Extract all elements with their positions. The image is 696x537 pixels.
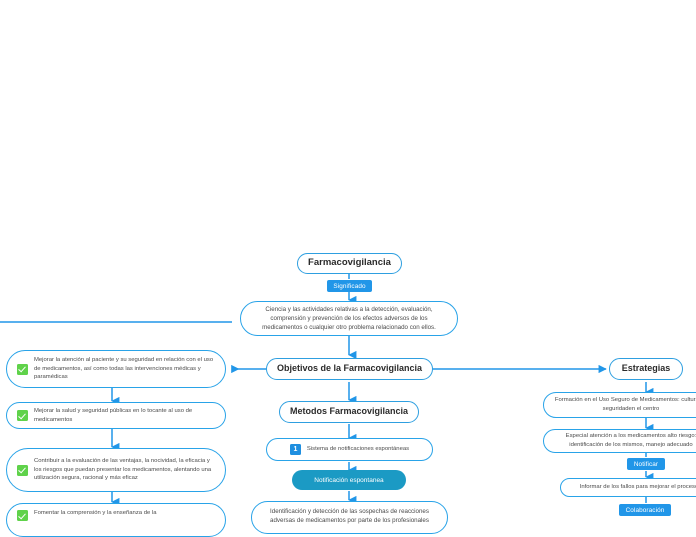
objetivo-item-2-label: Mejorar la salud y seguridad públicas en… (34, 407, 193, 423)
estrategias-heading-node[interactable]: Estrategias (609, 358, 683, 380)
objetivo-item-3[interactable]: Contribuir a la evaluación de las ventaj… (6, 448, 226, 492)
metodo-item-1[interactable]: 1 Sistema de notificaciones espontáneas (266, 438, 433, 461)
estrategia-item-3[interactable]: Informar de los fallos para mejorar el p… (560, 478, 696, 497)
objetivos-heading-label: Objetivos de la Farmacovigilancia (276, 363, 423, 374)
tag-significado[interactable]: Significado (327, 280, 372, 292)
pill-notificacion-espontanea[interactable]: Notificación espontanea (292, 470, 406, 490)
tag-colaboracion[interactable]: Colaboración (619, 504, 671, 516)
metodo-item-1-label: Sistema de notificaciones espontáneas (306, 446, 410, 453)
objetivo-item-4[interactable]: Fomentar la comprensión y la enseñanza d… (6, 503, 226, 537)
connector-layer (0, 274, 654, 507)
estrategias-heading-label: Estrategias (621, 363, 671, 374)
objetivo-item-1-label: Mejorar la atención al paciente y su seg… (34, 356, 214, 381)
check-icon (17, 410, 28, 421)
mindmap-canvas: Farmacovigilancia Significado Ciencia y … (0, 0, 696, 520)
objetivo-item-1[interactable]: Mejorar la atención al paciente y su seg… (6, 350, 226, 388)
pill-notificacion-espontanea-label: Notificación espontanea (314, 476, 384, 484)
definition-node[interactable]: Ciencia y las actividades relativas a la… (240, 301, 458, 336)
root-node-farmacovigilancia[interactable]: Farmacovigilancia (297, 253, 402, 274)
metodo-detail-node[interactable]: Identificación y detección de las sospec… (251, 501, 448, 534)
check-icon (17, 363, 28, 375)
estrategia-item-2-label: Especial atención a los medicamentos alt… (565, 433, 696, 448)
check-icon (17, 464, 28, 476)
check-icon (17, 510, 28, 521)
objetivo-item-2[interactable]: Mejorar la salud y seguridad públicas en… (6, 402, 226, 429)
objetivo-item-4-label: Fomentar la comprensión y la enseñanza d… (34, 510, 157, 516)
estrategia-item-2[interactable]: Especial atención a los medicamentos alt… (543, 429, 696, 453)
metodos-heading-label: Metodos Farmacovigilancia (289, 406, 409, 417)
definition-text: Ciencia y las actividades relativas a la… (262, 305, 436, 332)
estrategia-item-3-label: Informar de los fallos para mejorar el p… (579, 484, 696, 491)
number-icon-1: 1 (289, 444, 301, 455)
objetivos-heading-node[interactable]: Objetivos de la Farmacovigilancia (266, 358, 433, 380)
tag-significado-label: Significado (333, 282, 366, 290)
metodo-detail-text: Identificación y detección de las sospec… (270, 508, 429, 525)
estrategia-item-1[interactable]: Formación en el Uso Seguro de Medicament… (543, 392, 696, 418)
metodos-heading-node[interactable]: Metodos Farmacovigilancia (279, 401, 419, 423)
objetivo-item-3-label: Contribuir a la evaluación de las ventaj… (34, 457, 212, 482)
root-node-label: Farmacovigilancia (308, 257, 391, 269)
estrategia-item-1-label: Formación en el Uso Seguro de Medicament… (554, 397, 696, 412)
tag-colaboracion-label: Colaboración (625, 506, 665, 514)
tag-notificar[interactable]: Notificar (627, 458, 665, 470)
tag-notificar-label: Notificar (633, 460, 659, 468)
